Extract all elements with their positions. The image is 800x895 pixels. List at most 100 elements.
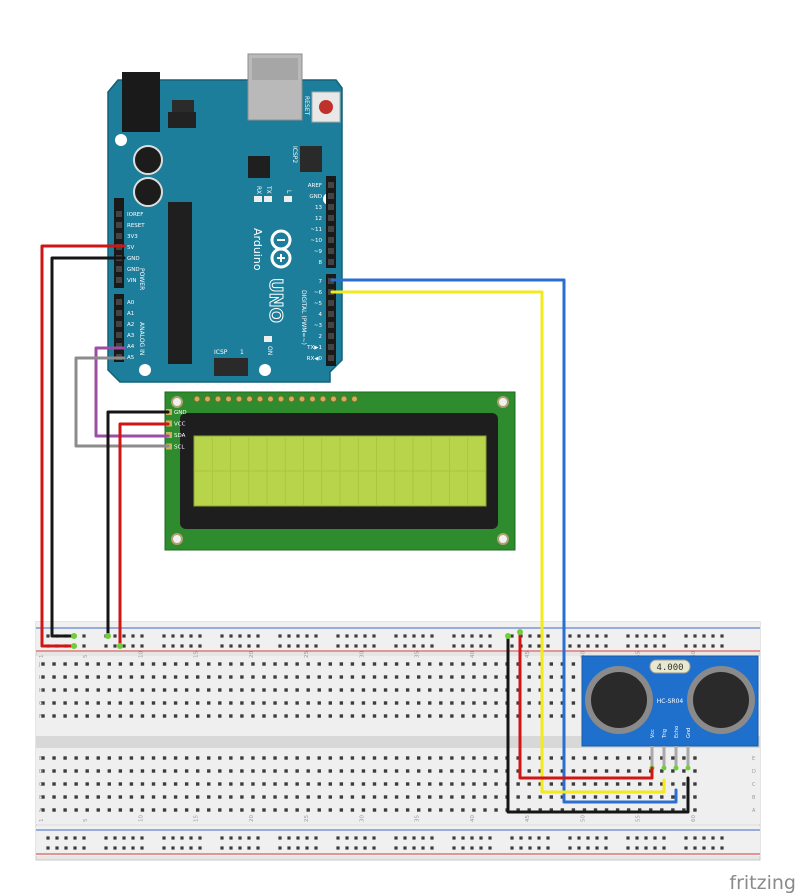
breadboard-hole	[317, 782, 321, 786]
rail-hole	[452, 644, 456, 648]
rail-hole	[635, 644, 639, 648]
breadboard-hole	[173, 769, 178, 773]
breadboard-hole	[693, 782, 697, 786]
breadboard-hole	[494, 714, 498, 718]
breadboard-hole	[284, 688, 288, 692]
breadboard-hole	[571, 701, 576, 705]
rail-hole	[684, 644, 688, 648]
breadboard-hole	[405, 662, 410, 666]
breadboard-hole	[107, 714, 111, 718]
wire-endpoint	[71, 643, 77, 649]
breadboard-hole	[671, 756, 675, 760]
breadboard-hole	[151, 769, 156, 773]
reset-button-cap	[319, 100, 333, 114]
rail-hole	[452, 634, 456, 638]
breadboard-hole	[394, 701, 399, 705]
breadboard-hole	[118, 701, 123, 705]
breadboard-hole	[394, 795, 399, 799]
breadboard-hole	[118, 714, 123, 718]
breadboard-hole	[196, 782, 200, 786]
breadboard-hole	[461, 701, 465, 705]
breadboard-hole	[549, 782, 553, 786]
rail-hole	[510, 634, 514, 638]
breadboard-hole	[571, 769, 576, 773]
breadboard-hole	[626, 808, 631, 812]
rail-hole	[461, 644, 465, 648]
rail-hole	[372, 846, 376, 850]
breadboard-hole	[140, 675, 145, 679]
breadboard-hole	[549, 795, 553, 799]
rail-hole	[568, 836, 572, 840]
digital-pin-label: ~11	[310, 227, 322, 233]
breadboard-hole	[151, 756, 156, 760]
rail-hole	[604, 836, 608, 840]
breadboard-hole	[394, 808, 399, 812]
lcd-header-pin	[298, 395, 306, 403]
breadboard-hole	[251, 662, 255, 666]
breadboard-hole	[560, 701, 565, 705]
breadboard-hole	[483, 701, 487, 705]
lcd-mounting-hole	[497, 396, 509, 408]
breadboard-hole	[295, 756, 299, 760]
header-pin	[328, 193, 334, 199]
breadboard-hole	[339, 714, 344, 718]
breadboard-hole	[417, 662, 421, 666]
breadboard-hole	[107, 662, 111, 666]
breadboard-hole	[328, 756, 332, 760]
rail-hole	[354, 836, 358, 840]
rail-hole	[702, 634, 706, 638]
breadboard-hole	[129, 808, 134, 812]
wire-endpoint	[105, 633, 111, 639]
rail-hole	[604, 846, 608, 850]
rail-hole	[528, 634, 532, 638]
breadboard-hole	[516, 714, 520, 718]
column-label: 1	[39, 819, 45, 823]
usb-chip	[248, 156, 270, 178]
breadboard-hole	[218, 795, 222, 799]
row-label: H	[39, 688, 43, 694]
breadboard-hole	[240, 795, 244, 799]
rail-hole	[595, 836, 599, 840]
breadboard-hole	[383, 701, 388, 705]
rail-hole	[479, 634, 483, 638]
digital-pin-label: 12	[315, 216, 322, 222]
breadboard-hole	[129, 756, 134, 760]
rail-hole	[220, 634, 224, 638]
breadboard-hole	[383, 675, 388, 679]
breadboard-hole	[527, 769, 531, 773]
column-label: 60	[691, 815, 697, 822]
microcontroller-chip	[168, 202, 192, 364]
breadboard-hole	[229, 782, 233, 786]
breadboard-hole	[240, 675, 244, 679]
breadboard-hole	[262, 714, 266, 718]
breadboard-hole	[560, 782, 565, 786]
breadboard-hole	[361, 756, 366, 760]
sensor-pin-leg	[674, 746, 678, 768]
breadboard-hole	[184, 662, 189, 666]
rail-hole	[653, 634, 657, 638]
icsp-label: ICSP	[214, 349, 228, 356]
rail-hole	[314, 644, 318, 648]
breadboard-hole	[549, 701, 553, 705]
led-on	[264, 336, 272, 342]
power-pin-label: GND	[127, 267, 140, 273]
breadboard-hole	[295, 688, 299, 692]
breadboard-hole	[582, 769, 587, 773]
rail-hole	[314, 846, 318, 850]
rail-hole	[336, 634, 340, 638]
rail-hole	[238, 634, 242, 638]
breadboard-hole	[173, 782, 178, 786]
analog-pin-label: A2	[127, 322, 134, 328]
breadboard-hole	[361, 662, 366, 666]
breadboard-hole	[615, 808, 620, 812]
rail-hole	[510, 644, 514, 648]
rail-hole	[82, 836, 86, 840]
breadboard-hole	[417, 701, 421, 705]
breadboard-hole	[63, 795, 67, 799]
breadboard-hole	[184, 782, 189, 786]
breadboard-hole	[140, 808, 145, 812]
breadboard-hole	[593, 756, 598, 760]
breadboard-hole	[317, 688, 321, 692]
sensor-pin-label: Gnd	[686, 728, 692, 738]
